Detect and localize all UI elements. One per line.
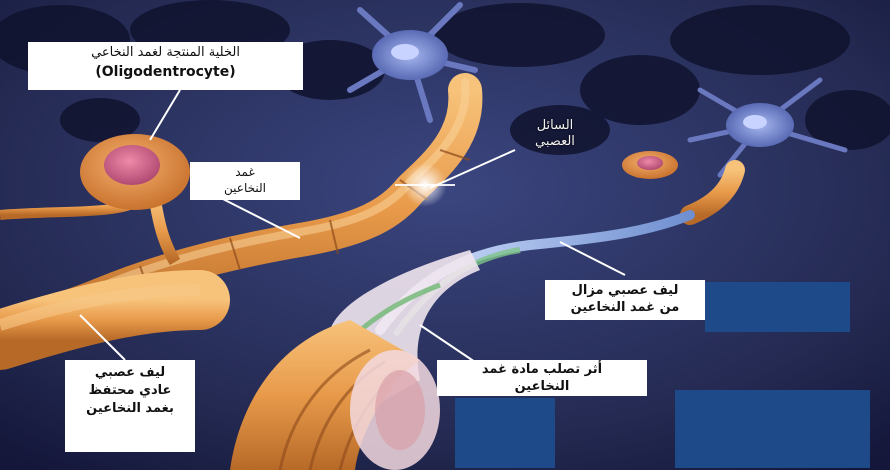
cover-block-right	[705, 282, 850, 332]
oligodendrocyte-label-en: (Oligodentrocyte)	[28, 62, 303, 82]
oligodendrocyte-label-ar: الخلية المنتجة لغمد النخاعي	[28, 44, 303, 62]
myelin-sheath-line2: النخاعين	[190, 180, 300, 196]
normal-fiber-line1: ليف عصبي	[65, 364, 195, 382]
myelin-sheath-line1: غمد	[190, 164, 300, 180]
oligodendrocyte-label: الخلية المنتجة لغمد النخاعي (Oligodentro…	[28, 42, 303, 90]
sclerosis-line1: أثر تصلب مادة غمد	[437, 361, 647, 378]
normal-fiber-line3: بغمد النخاعين	[65, 400, 195, 418]
cover-block-bottom-right	[675, 390, 870, 468]
nerve-fluid-label: السائل العصبي	[500, 118, 610, 150]
nerve-fluid-line2: العصبي	[500, 134, 610, 150]
sclerosis-label: أثر تصلب مادة غمد النخاعين	[437, 360, 647, 396]
normal-fiber-label: ليف عصبي عادي محتفظ بغمد النخاعين	[65, 360, 195, 452]
myelin-sheath-label: غمد النخاعين	[190, 162, 300, 200]
stripped-fiber-line1: ليف عصبي مزال	[545, 282, 705, 299]
stripped-fiber-line2: من غمد النخاعين	[545, 299, 705, 316]
normal-fiber-line2: عادي محتفظ	[65, 382, 195, 400]
nerve-fluid-line1: السائل	[500, 118, 610, 134]
stripped-fiber-label: ليف عصبي مزال من غمد النخاعين	[545, 280, 705, 320]
sclerosis-line2: النخاعين	[437, 378, 647, 395]
cover-block-bottom-center	[455, 398, 555, 468]
